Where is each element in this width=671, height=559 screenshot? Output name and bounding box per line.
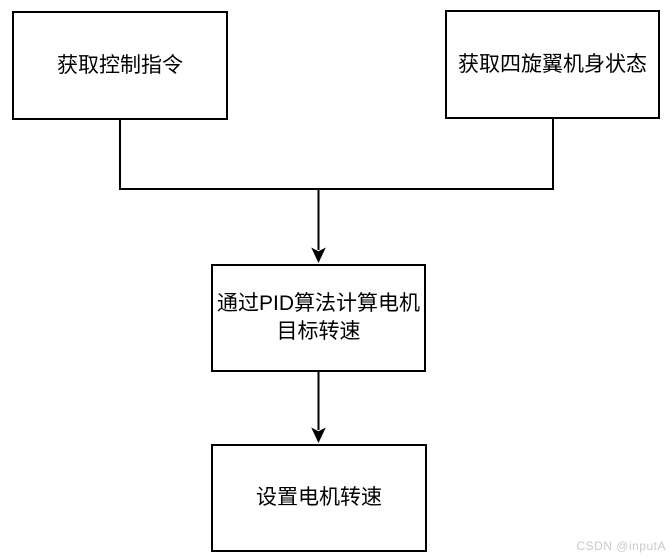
node-label: 通过PID算法计算电机 目标转速 (216, 292, 420, 343)
flowchart-node-pid-compute-target-speed: 通过PID算法计算电机 目标转速 (211, 264, 426, 372)
csdn-watermark: CSDN @inputA (576, 539, 666, 553)
flowchart-node-set-motor-speed: 设置电机转速 (211, 444, 427, 552)
node-label: 获取控制指令 (57, 53, 183, 77)
arrow-head-icon (311, 247, 326, 263)
edge-state-to-pid (318, 119, 554, 190)
flowchart-node-get-quadcopter-body-state: 获取四旋翼机身状态 (445, 10, 660, 119)
flowchart-node-get-control-command: 获取控制指令 (12, 11, 228, 120)
edge-control-to-pid (119, 120, 319, 190)
node-label: 获取四旋翼机身状态 (458, 52, 647, 76)
arrow-head-icon (311, 427, 326, 443)
node-label: 设置电机转速 (256, 486, 382, 510)
